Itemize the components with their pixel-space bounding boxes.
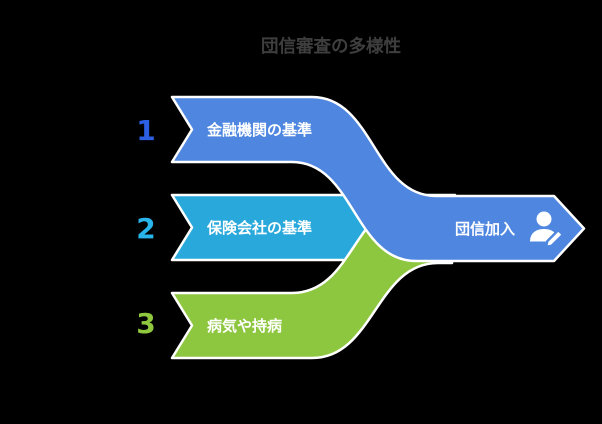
pencil-glyph [544, 228, 565, 249]
step-number-2: 2 [136, 212, 155, 245]
band-financial-institution [170, 95, 586, 263]
step-number-1: 1 [136, 114, 155, 147]
step-label-1: 金融機関の基準 [206, 121, 312, 139]
result-label: 団信加入 [455, 220, 515, 238]
step-number-3: 3 [136, 307, 155, 340]
step-label-2: 保険会社の基準 [206, 219, 312, 237]
step-label-3: 病気や持病 [207, 317, 282, 335]
diagram-title: 団信審査の多様性 [261, 36, 401, 57]
person-head [536, 211, 552, 227]
person-edit-icon [530, 211, 565, 249]
